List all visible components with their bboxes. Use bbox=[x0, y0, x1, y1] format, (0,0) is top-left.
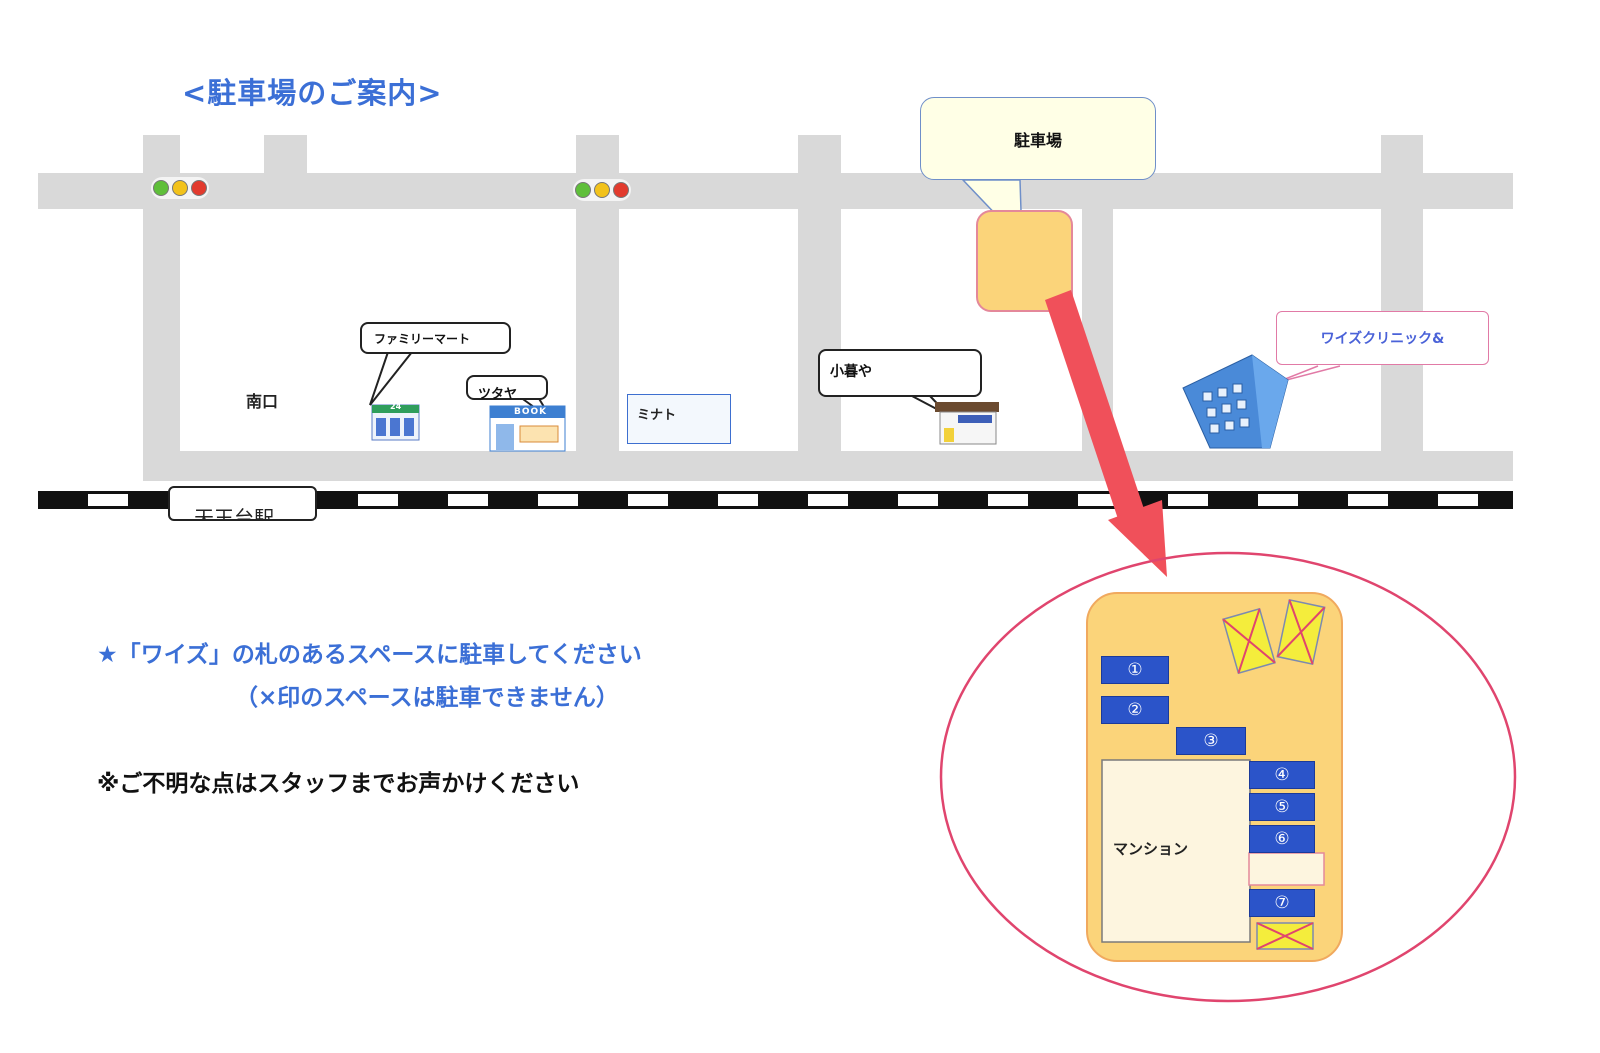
direction-arrow-icon bbox=[1045, 290, 1167, 577]
south-exit-label: 南口 bbox=[246, 392, 279, 411]
tsutaya-callout-label: ツタヤ bbox=[478, 387, 518, 402]
road-vertical-2 bbox=[264, 135, 307, 175]
signal-yellow-icon bbox=[594, 182, 610, 198]
station-label-box: 天王台駅 bbox=[168, 486, 317, 521]
building-label: マンション bbox=[1113, 840, 1189, 858]
parking-space-6: ⑥ bbox=[1249, 825, 1315, 853]
empty-space bbox=[1248, 852, 1325, 886]
parking-space-3: ③ bbox=[1176, 727, 1246, 755]
tsutaya-store-icon bbox=[489, 405, 566, 452]
signal-red-icon bbox=[613, 182, 629, 198]
note-no-parking: （×印のスペースは駐車できません） bbox=[235, 685, 619, 711]
minato-box: ミナト bbox=[627, 394, 731, 444]
signal-yellow-icon bbox=[172, 180, 188, 196]
page-title: <駐車場のご案内> bbox=[182, 76, 443, 110]
road-vertical-6 bbox=[1381, 135, 1423, 481]
parking-callout-label: 駐車場 bbox=[1013, 130, 1062, 150]
no-parking-spaces bbox=[1222, 599, 1326, 950]
clinic-callout: ワイズクリニック& bbox=[1276, 311, 1489, 365]
parking-space-2: ② bbox=[1101, 696, 1169, 724]
signal-green-icon bbox=[153, 180, 169, 196]
familymart-callout: ファミリーマート bbox=[360, 322, 511, 354]
signal-red-icon bbox=[191, 180, 207, 196]
station-label: 天王台駅 bbox=[194, 506, 274, 521]
parking-callout: 駐車場 bbox=[920, 97, 1156, 180]
note-parking-instruction: ★「ワイズ」の札のあるスペースに駐車してください bbox=[97, 642, 642, 668]
minato-label: ミナト bbox=[637, 408, 677, 423]
detail-outline bbox=[939, 551, 1517, 1003]
familymart-callout-label: ファミリーマート bbox=[374, 331, 471, 346]
road-vertical-4 bbox=[798, 135, 841, 481]
parking-space-5: ⑤ bbox=[1249, 793, 1315, 821]
parking-space-7: ⑦ bbox=[1249, 889, 1315, 917]
building-block bbox=[1101, 759, 1251, 943]
clinic-building-icon bbox=[1182, 354, 1289, 449]
road-main-top bbox=[38, 173, 1513, 209]
parking-lot-marker bbox=[976, 210, 1073, 312]
tsutaya-sign: BOOK bbox=[514, 407, 548, 417]
signal-green-icon bbox=[575, 182, 591, 198]
traffic-signal-icon bbox=[573, 179, 631, 201]
familymart-sign: 24 bbox=[390, 402, 402, 411]
railway-line bbox=[38, 491, 1513, 509]
kogureya-shop-icon bbox=[935, 402, 999, 445]
familymart-store-icon bbox=[371, 404, 420, 441]
traffic-signal-icon bbox=[151, 177, 209, 199]
clinic-callout-label: ワイズクリニック& bbox=[1320, 331, 1445, 347]
tsutaya-callout: ツタヤ bbox=[466, 375, 548, 402]
note-contact-staff: ※ご不明な点はスタッフまでお声かけください bbox=[97, 771, 580, 797]
kogureya-callout: 小暮や bbox=[818, 349, 982, 397]
parking-space-4: ④ bbox=[1249, 761, 1315, 789]
kogureya-callout-label: 小暮や bbox=[830, 364, 872, 380]
parking-space-1: ① bbox=[1101, 656, 1169, 684]
familymart-callout-tail bbox=[369, 351, 413, 406]
